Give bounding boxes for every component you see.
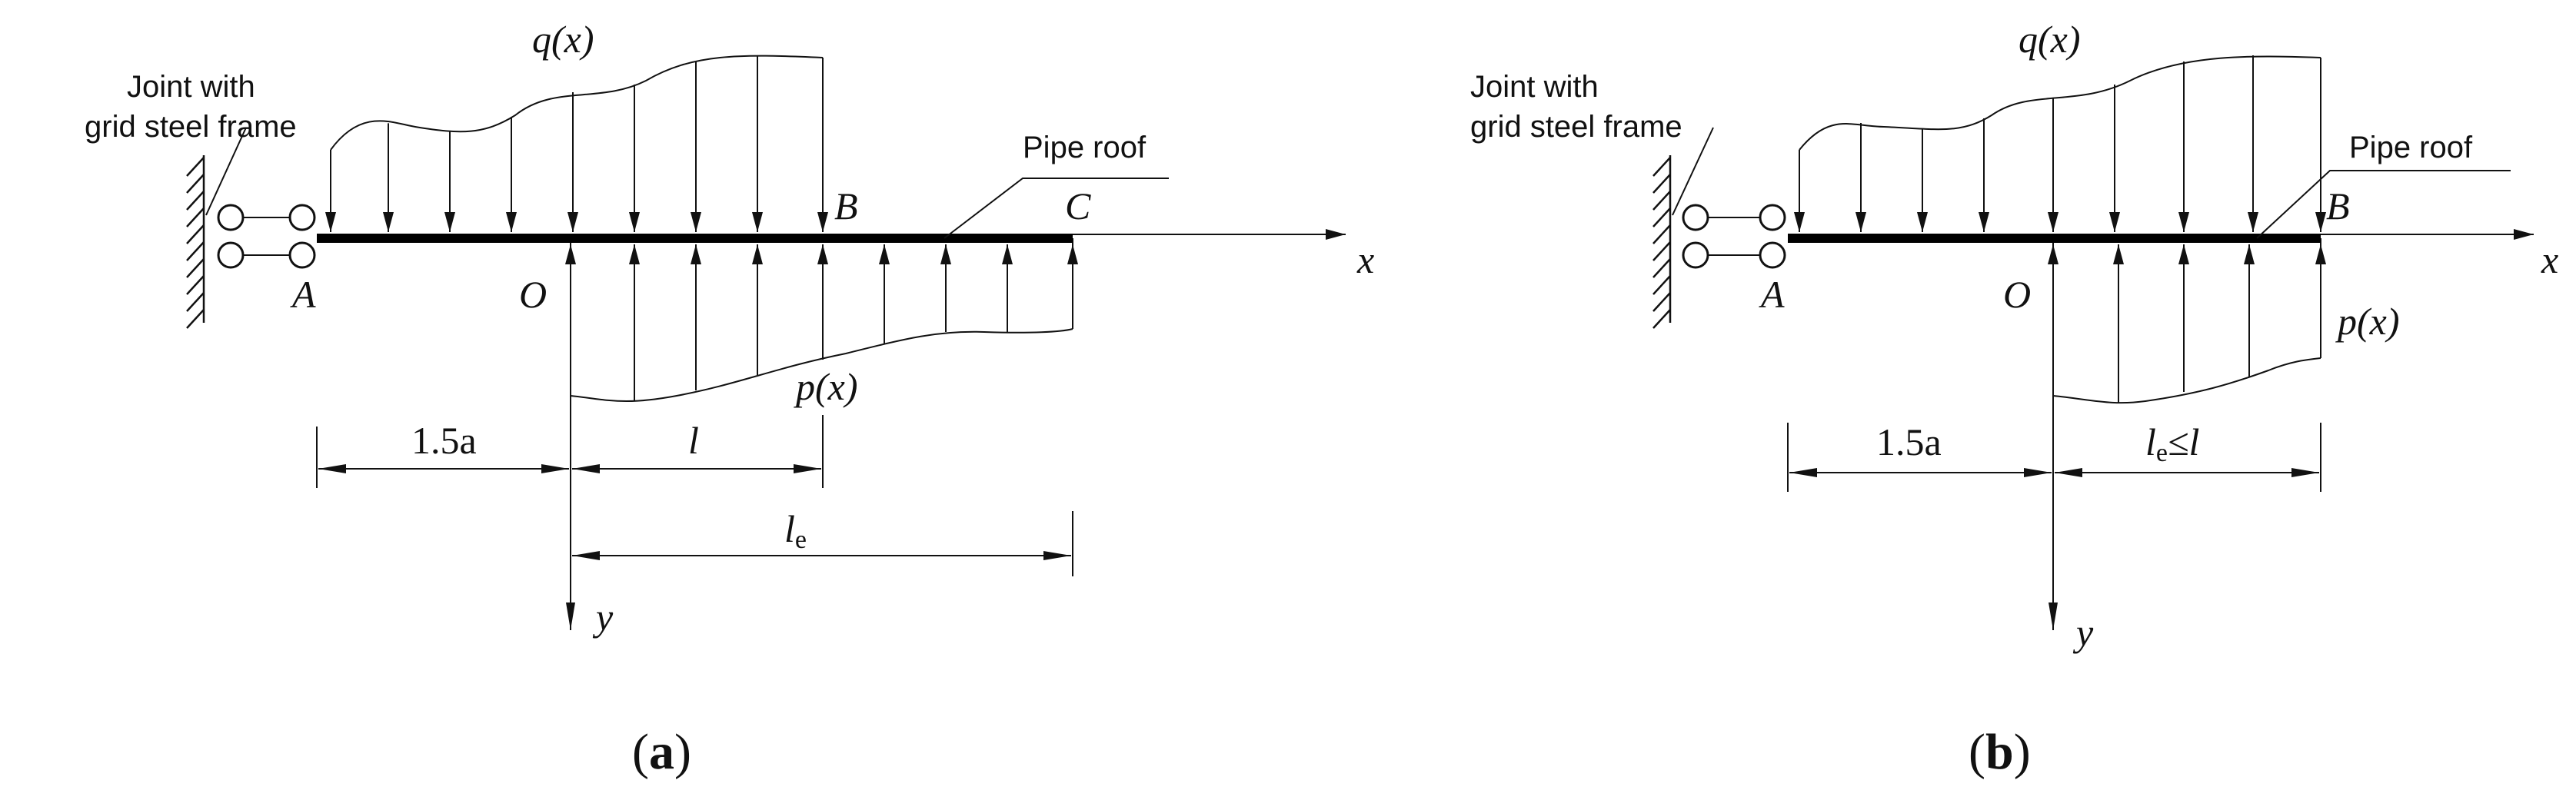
hatch-line xyxy=(1652,292,1671,312)
q-label-a: q(x) xyxy=(532,18,594,61)
hatch-line xyxy=(1652,309,1671,329)
hatch-line xyxy=(186,224,205,244)
hatch-line xyxy=(1652,275,1671,295)
hatch-line xyxy=(1652,258,1671,278)
hatch-line xyxy=(1652,207,1671,227)
p-load-curve-a xyxy=(570,328,1073,403)
panel-a: Joint with grid steel frame x y q(x) p(x… xyxy=(85,18,1374,780)
dim-1-5a-label-b: 1.5a xyxy=(1876,420,1942,463)
hatch-line xyxy=(186,241,205,261)
pipe-roof-label-b: Pipe roof xyxy=(2349,131,2473,164)
roller-support-a xyxy=(217,204,316,269)
point-O-label-a: O xyxy=(519,273,547,316)
hatch-line xyxy=(186,292,205,312)
p-label-b: p(x) xyxy=(2335,300,2400,343)
hatch-line xyxy=(1652,174,1671,194)
joint-leader-b xyxy=(1672,127,1714,216)
panel-b: Joint with grid steel frame x y q(x) p(x… xyxy=(1470,18,2558,780)
joint-label-line1-b: Joint with xyxy=(1470,70,1599,104)
hatch-line xyxy=(186,275,205,295)
point-A-label-a: A xyxy=(290,273,316,316)
q-load-curve-a xyxy=(330,55,824,151)
point-B-label-a: B xyxy=(834,184,858,227)
joint-label-line2: grid steel frame xyxy=(85,110,297,144)
dim-le-label-b: le≤l xyxy=(2145,420,2199,467)
p-load-arrows-a xyxy=(565,244,1078,401)
hatch-line xyxy=(186,207,205,227)
hatch-line xyxy=(186,157,205,177)
caption-b: (b) xyxy=(1969,724,2031,780)
dim-l-label-a: l xyxy=(688,419,699,462)
point-B-label-b: B xyxy=(2326,184,2350,227)
axis-x-label-b: x xyxy=(2541,238,2558,281)
hatch-line xyxy=(186,174,205,194)
p-load-arrows-b xyxy=(2048,244,2326,403)
p-load-curve-b xyxy=(2052,357,2321,404)
pipe-roof-label-a: Pipe roof xyxy=(1023,131,1147,164)
hatch-line xyxy=(1652,224,1671,244)
dimensions-a xyxy=(316,415,1073,576)
pipe-roof-leader-b xyxy=(2256,170,2511,239)
axis-y-label-a: y xyxy=(592,596,614,639)
dimensions-b xyxy=(1787,415,2321,492)
pipe-roof-leader-a xyxy=(944,178,1169,239)
hatch-line xyxy=(186,309,205,329)
p-label-a: p(x) xyxy=(794,365,858,408)
hatch-line xyxy=(186,191,205,211)
caption-a: (a) xyxy=(632,724,691,780)
q-load-arrows-a xyxy=(325,55,828,232)
fixed-wall-b xyxy=(1652,155,1672,329)
hatch-line xyxy=(1652,241,1671,261)
dim-1-5a-label-a: 1.5a xyxy=(411,419,477,462)
axis-y-label-b: y xyxy=(2072,611,2094,654)
hatch-line xyxy=(1652,157,1671,177)
point-C-label-a: C xyxy=(1065,184,1091,227)
hatch-line xyxy=(186,258,205,278)
joint-label-line2-b: grid steel frame xyxy=(1470,110,1682,144)
point-A-label-b: A xyxy=(1759,273,1785,316)
axis-x-label-a: x xyxy=(1356,238,1374,281)
fixed-wall-a xyxy=(186,155,205,329)
q-load-arrows-b xyxy=(1794,55,2326,232)
joint-label-line1: Joint with xyxy=(127,70,255,104)
dim-le-label-a: le xyxy=(784,507,807,554)
hatch-line xyxy=(1652,191,1671,211)
q-label-b: q(x) xyxy=(2019,18,2081,61)
q-load-curve-b xyxy=(1799,55,2321,151)
point-O-label-b: O xyxy=(2003,273,2031,316)
joint-leader-a xyxy=(205,127,247,216)
roller-support-b xyxy=(1682,204,1786,269)
